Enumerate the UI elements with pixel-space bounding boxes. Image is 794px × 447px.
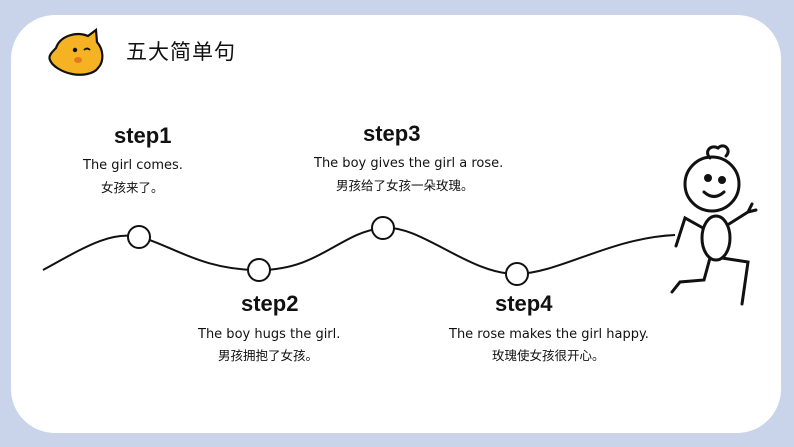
step1-english: The girl comes. [83,158,183,173]
timeline-node-step4 [505,262,529,286]
timeline-node-step2 [247,258,271,282]
step3-label: step3 [363,121,421,146]
timeline-node-step3 [371,216,395,240]
step4-label: step4 [495,291,553,316]
step3-chinese: 男孩给了女孩一朵玫瑰。 [336,178,474,193]
slide-card [11,15,781,433]
page-title: 五大简单句 [126,40,236,64]
step1-chinese: 女孩来了。 [101,180,164,195]
mascot-icon [48,27,104,76]
step3-english: The boy gives the girl a rose. [314,156,504,171]
step4-chinese: 玫瑰使女孩很开心。 [492,348,605,363]
step2-label: step2 [241,291,299,316]
step2-english: The boy hugs the girl. [198,327,341,342]
running-figure-icon [670,144,758,306]
timeline-node-step1 [127,225,151,249]
step1-label: step1 [114,123,172,148]
step2-chinese: 男孩拥抱了女孩。 [218,348,319,363]
step4-english: The rose makes the girl happy. [449,327,649,342]
